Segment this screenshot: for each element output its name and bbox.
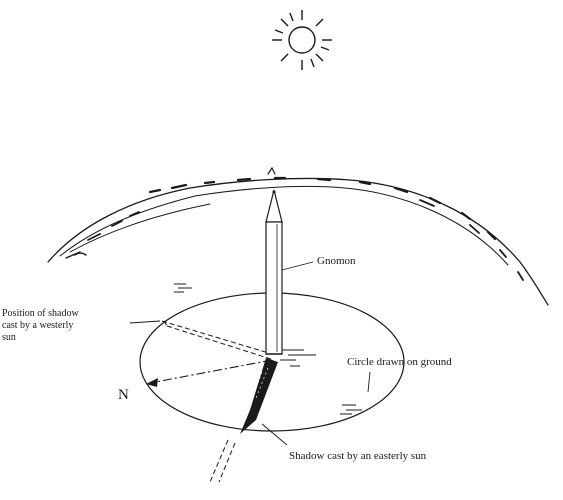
circle-label: Circle drawn on ground	[347, 356, 452, 368]
westerly-shadow-label-line1: Position of shadow	[2, 308, 79, 319]
north-arrow	[146, 359, 273, 387]
westerly-shadow-label-line2: cast by a westerly	[2, 320, 73, 331]
ground-hatching	[174, 283, 362, 415]
easterly-shadow	[240, 358, 278, 434]
gnomon-label: Gnomon	[317, 255, 356, 267]
westerly-shadow	[161, 320, 275, 361]
leader-lines	[129, 261, 371, 446]
gnomon	[265, 189, 283, 355]
westerly-shadow-label-line3: sun	[2, 332, 16, 343]
north-label: N	[118, 387, 129, 403]
sun-icon	[272, 10, 332, 70]
shadow-extension	[209, 439, 236, 483]
easterly-shadow-label: Shadow cast by an easterly sun	[289, 450, 427, 462]
horizon-hills	[47, 166, 549, 306]
